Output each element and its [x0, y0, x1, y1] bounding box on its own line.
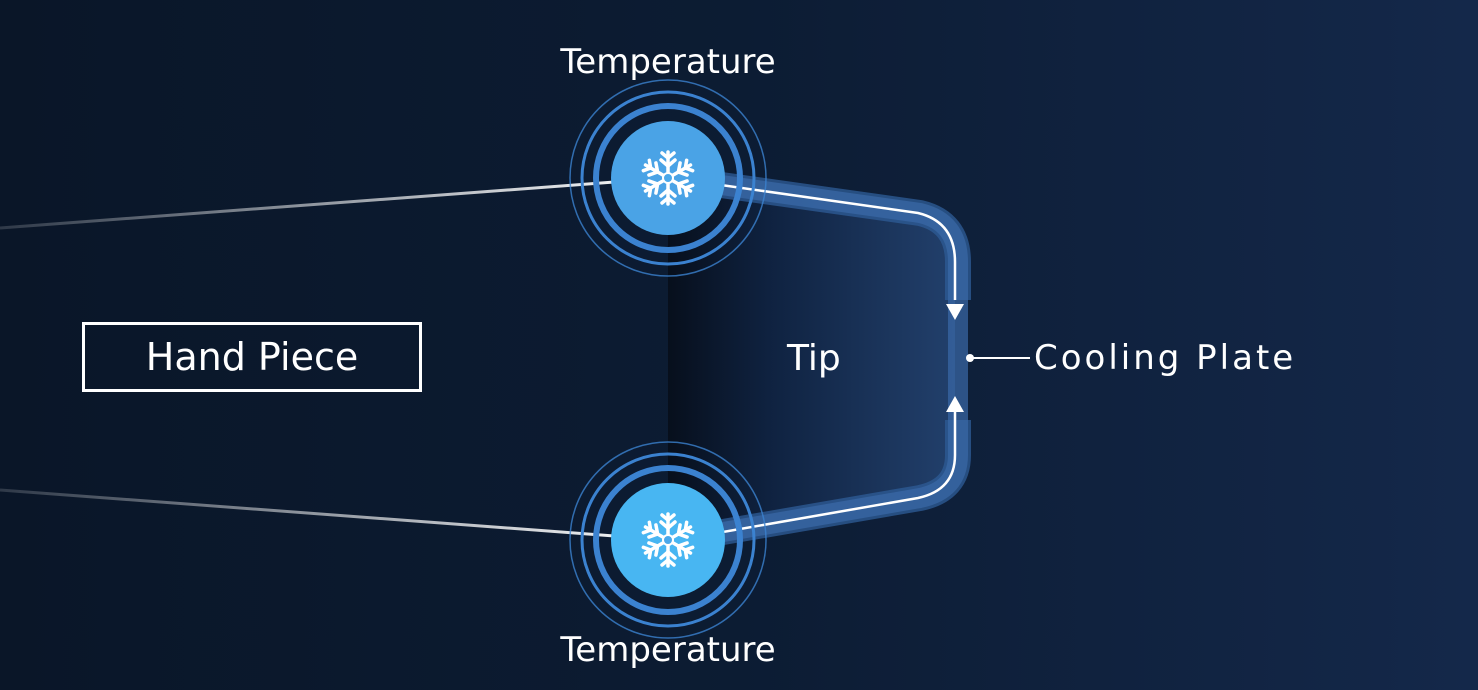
arrow-up-icon [946, 396, 964, 412]
temperature-sensor-top [569, 79, 767, 277]
hand-piece-line-top [0, 176, 669, 230]
arrow-down-icon [946, 304, 964, 320]
temperature-sensor-bottom [569, 441, 767, 639]
hand-piece-line-bottom [0, 488, 669, 542]
temperature-label-bottom: Temperature [560, 630, 776, 670]
temperature-label-top: Temperature [560, 42, 776, 82]
tip-region [668, 182, 955, 536]
hand-piece-label: Hand Piece [82, 322, 422, 392]
tip-label: Tip [787, 338, 841, 379]
cooling-channel [697, 169, 971, 549]
hand-piece-text: Hand Piece [145, 335, 359, 379]
cooling-plate-label: Cooling Plate [1034, 338, 1297, 378]
